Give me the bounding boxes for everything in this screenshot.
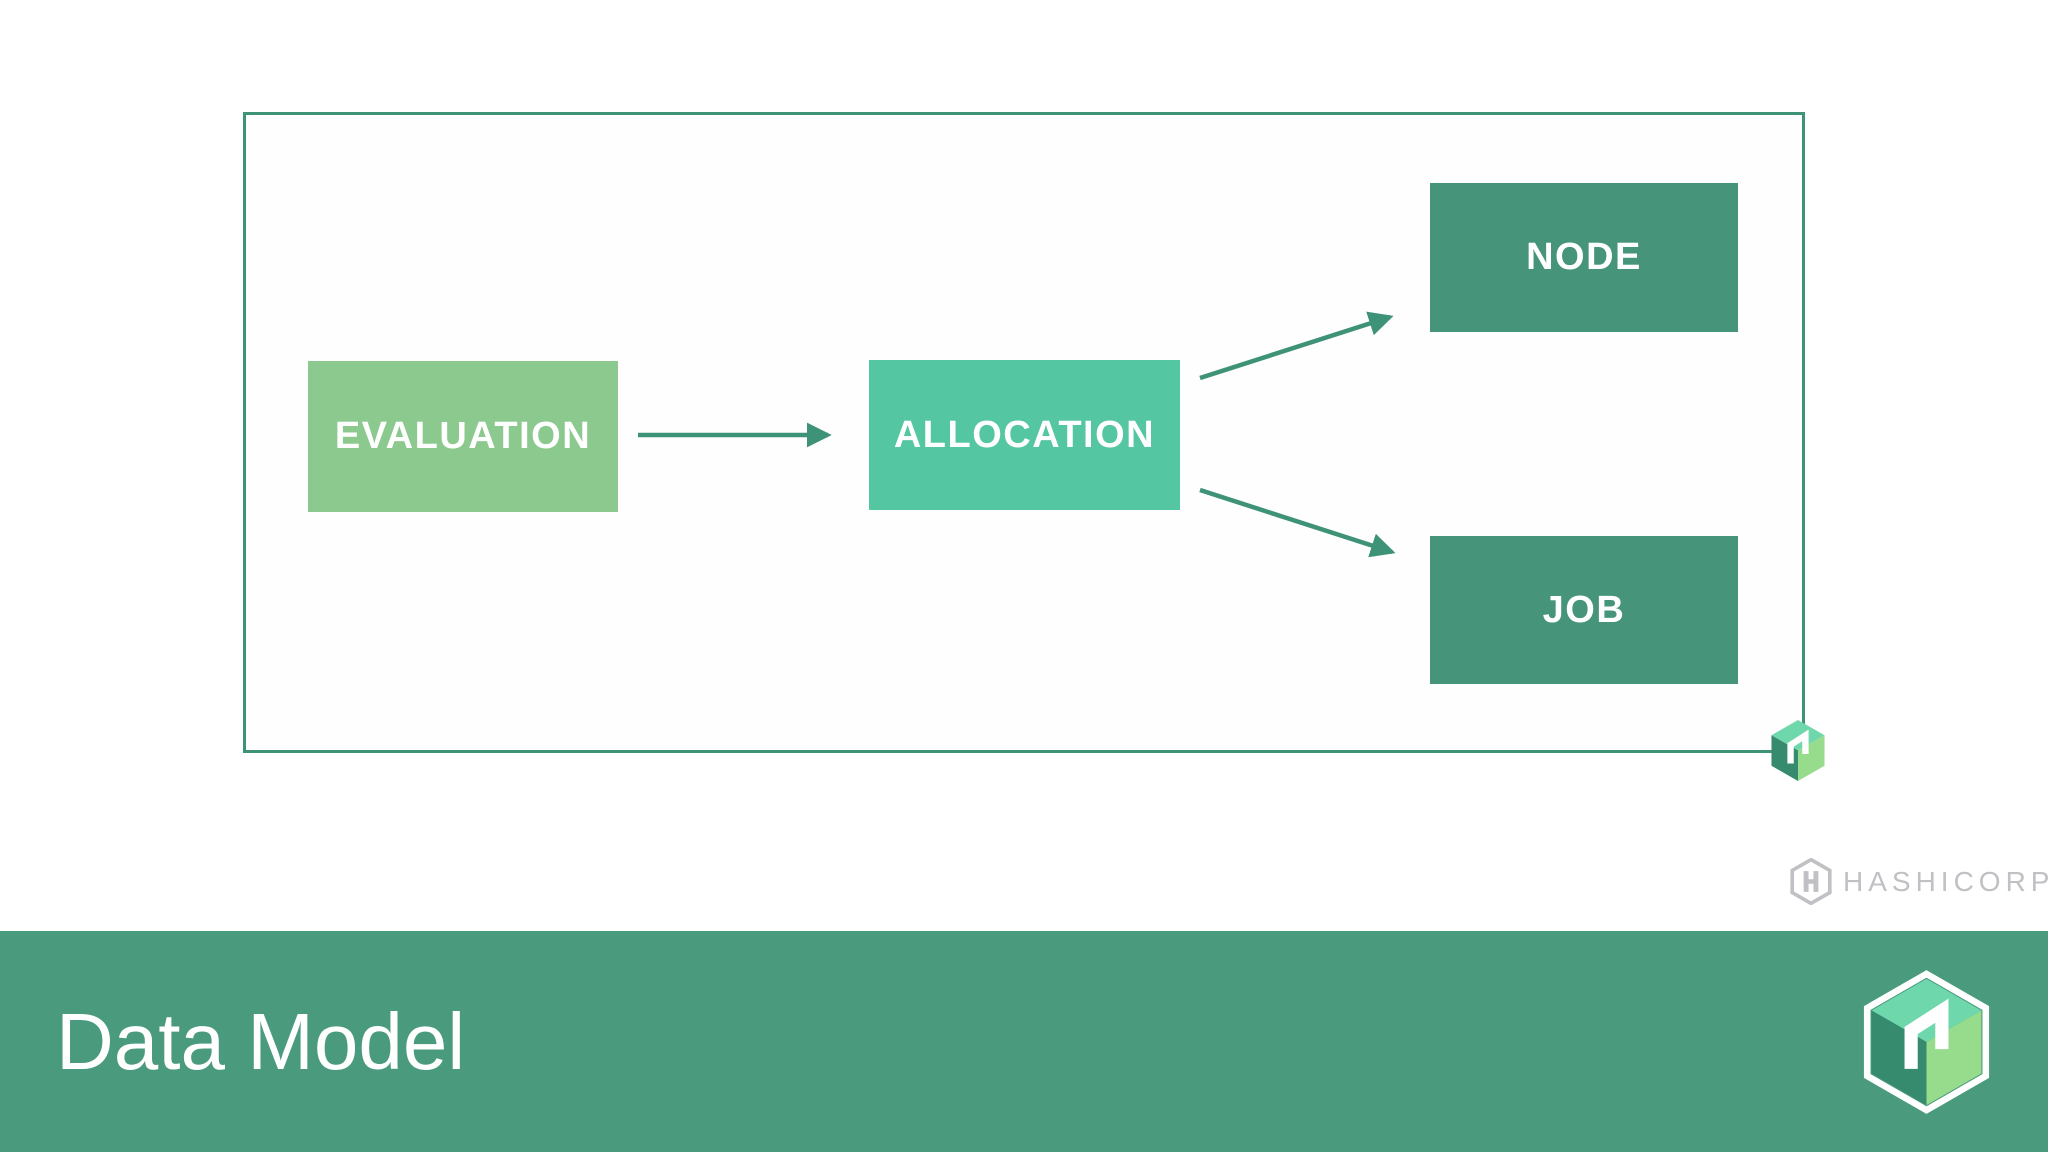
node-allocation-label: ALLOCATION	[893, 413, 1156, 456]
nomad-cube-icon	[1771, 720, 1825, 781]
node-job: JOB	[1430, 536, 1738, 684]
slide-title: Data Model	[56, 997, 466, 1086]
node-node-label: NODE	[1526, 236, 1642, 278]
node-evaluation-label: EVALUATION	[334, 415, 592, 457]
nomad-logo-outline	[1863, 970, 1990, 1114]
node-evaluation: EVALUATION	[308, 361, 618, 512]
hashicorp-logo: HASHICORP	[1790, 858, 2048, 905]
footer-bar	[0, 931, 2048, 1152]
node-node: NODE	[1430, 183, 1738, 332]
node-job-label: JOB	[1542, 588, 1626, 631]
hashicorp-h-icon	[1790, 858, 1832, 905]
hashicorp-wordmark: HASHICORP	[1843, 865, 2048, 897]
nomad-logo	[1863, 970, 1990, 1114]
node-allocation: ALLOCATION	[869, 360, 1180, 510]
